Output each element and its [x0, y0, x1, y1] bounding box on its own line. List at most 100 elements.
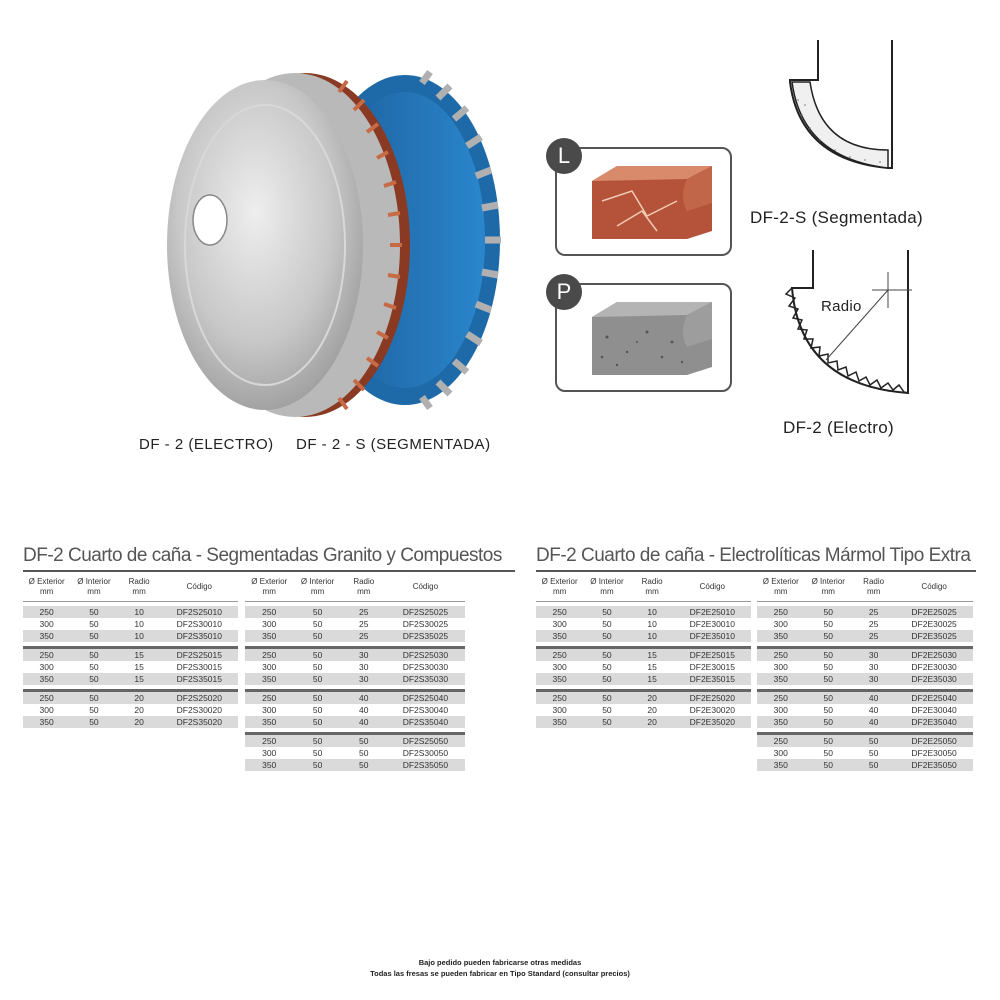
cell-codigo: DF2S25020: [160, 690, 238, 704]
cell-diametro-interior: 50: [70, 647, 118, 661]
cell-codigo: DF2E30030: [911, 662, 957, 672]
cell-diametro-exterior: 300: [552, 619, 567, 629]
cell-diametro-interior: 50: [823, 662, 833, 672]
cell-codigo: DF2S35050: [385, 759, 465, 771]
profile-electro-diagram: [784, 250, 912, 395]
cell-diametro-interior: 50: [583, 606, 631, 618]
cell-radio: 15: [134, 662, 144, 672]
cell-radio: 40: [341, 716, 386, 728]
product-wheels-image: [167, 69, 501, 417]
cell-diametro-interior: 50: [70, 630, 118, 642]
cell-diametro-interior: 50: [804, 606, 853, 618]
cell-diametro-interior: 50: [293, 606, 342, 618]
cell-radio: 20: [117, 690, 161, 704]
cell-radio: 30: [852, 673, 896, 685]
label-radio: Radio: [819, 298, 864, 315]
cell-codigo: DF2S35020: [160, 716, 238, 728]
cell-codigo: DF2E25040: [895, 690, 973, 704]
cell-diametro-interior: 50: [583, 673, 631, 685]
group-separator: [536, 685, 751, 692]
cell-diametro-interior: 50: [89, 662, 99, 672]
header-codigo: Código: [160, 575, 238, 602]
cell-codigo: DF2E25020: [673, 690, 751, 704]
cell-radio: 50: [359, 748, 369, 758]
cell-radio: 50: [341, 759, 386, 771]
cell-diametro-interior: 50: [293, 759, 342, 771]
group-separator: [757, 642, 973, 649]
cell-radio: 40: [359, 705, 369, 715]
cell-diametro-exterior: 250: [23, 606, 71, 618]
cell-diametro-interior: 50: [804, 716, 853, 728]
cell-diametro-exterior: 350: [536, 716, 584, 728]
cell-codigo: DF2E35030: [895, 673, 973, 685]
cell-diametro-exterior: 350: [23, 716, 71, 728]
cell-diametro-interior: 50: [804, 630, 853, 642]
cell-diametro-interior: 50: [602, 619, 612, 629]
cell-codigo: DF2S35015: [160, 673, 238, 685]
cell-codigo: DF2E35040: [895, 716, 973, 728]
cell-diametro-exterior: 350: [757, 673, 805, 685]
cell-diametro-exterior: 300: [262, 662, 277, 672]
badge-l: L: [546, 138, 582, 174]
cell-diametro-exterior: 300: [773, 705, 788, 715]
label-electro-diagram: DF-2 (Electro): [783, 418, 894, 437]
cell-codigo: DF2S25010: [160, 606, 238, 618]
cell-diametro-interior: 50: [293, 630, 342, 642]
cell-codigo: DF2S30050: [402, 748, 449, 758]
cell-diametro-interior: 50: [312, 662, 323, 672]
cell-diametro-exterior: 250: [23, 647, 71, 661]
cell-diametro-interior: 50: [583, 647, 631, 661]
cell-radio: 20: [630, 716, 674, 728]
cell-diametro-interior: 50: [293, 690, 342, 704]
cell-codigo: DF2E25030: [895, 647, 973, 661]
cell-radio: 50: [868, 748, 879, 758]
cell-codigo: DF2E30025: [911, 619, 957, 629]
cell-diametro-exterior: 350: [536, 673, 584, 685]
cell-diametro-exterior: 250: [536, 606, 584, 618]
caption-segmentada: DF - 2 - S (SEGMENTADA): [296, 436, 491, 453]
cell-radio: 50: [341, 733, 386, 747]
cell-codigo: DF2S35030: [385, 673, 465, 685]
cell-codigo: DF2E30015: [689, 662, 735, 672]
header-codigo: Código: [385, 575, 465, 602]
cell-diametro-exterior: 250: [757, 606, 805, 618]
group-separator: [757, 728, 973, 735]
cell-radio: 25: [868, 619, 879, 629]
cell-codigo: DF2S30020: [176, 705, 222, 715]
footer-note-2: Todas las fresas se pueden fabricar en T…: [370, 969, 630, 978]
group-separator: [757, 685, 973, 692]
cell-codigo: DF2S25015: [160, 647, 238, 661]
header-codigo: Código: [895, 575, 973, 602]
cell-codigo: DF2S35040: [385, 716, 465, 728]
cell-diametro-exterior: 250: [536, 690, 584, 704]
cell-diametro-exterior: 250: [757, 690, 805, 704]
granite-sample-image: [592, 302, 712, 375]
cell-codigo: DF2S30040: [402, 705, 449, 715]
cell-codigo: DF2S25040: [385, 690, 465, 704]
cell-codigo: DF2S35025: [385, 630, 465, 642]
table-title-segmentadas: DF-2 Cuarto de caña - Segmentadas Granit…: [23, 545, 502, 566]
cell-radio: 25: [341, 630, 386, 642]
cell-diametro-interior: 50: [89, 619, 99, 629]
cell-diametro-exterior: 250: [245, 606, 294, 618]
